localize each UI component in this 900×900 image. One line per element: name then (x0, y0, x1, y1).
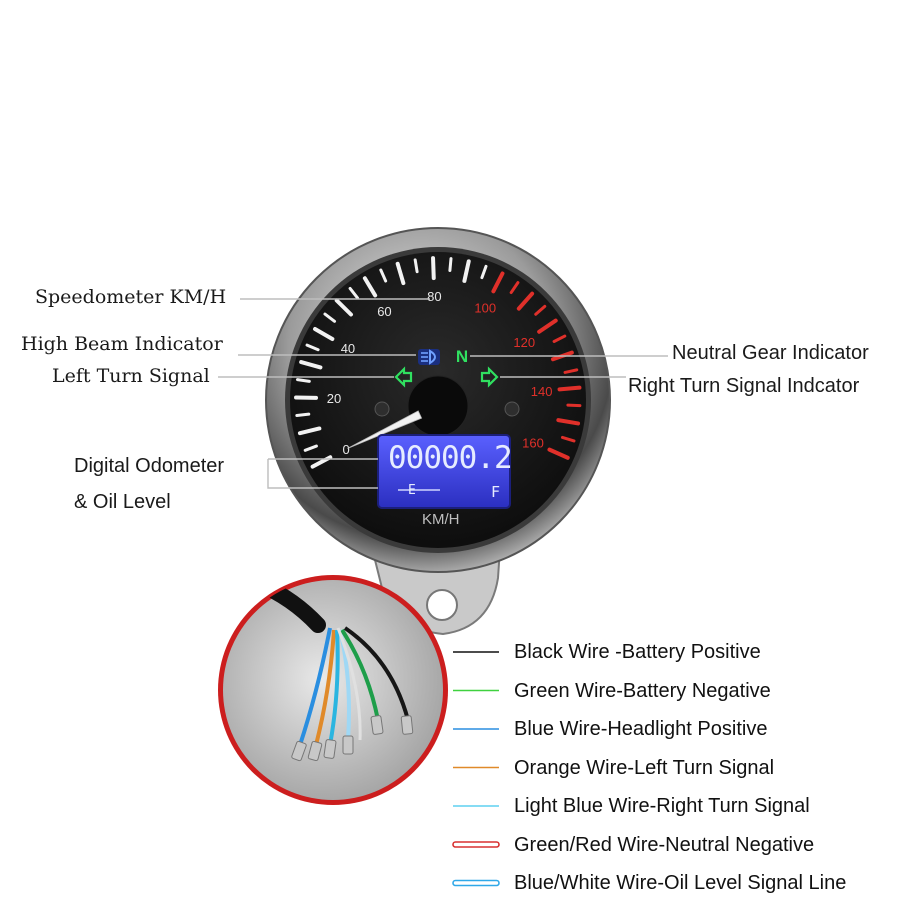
high-beam-icon (418, 349, 440, 365)
wire-legend-label: Green/Red Wire-Neutral Negative (514, 833, 815, 856)
callout-lines (218, 298, 668, 489)
fuel-empty-label: E (408, 483, 416, 498)
gauge-tick (537, 318, 558, 334)
gauge-tick (379, 268, 388, 283)
left-turn-icon (394, 366, 413, 388)
speed-tick-label: 60 (377, 304, 391, 319)
callout-neutral-gear: Neutral Gear Indicator (672, 342, 869, 364)
wiring-photo (218, 575, 448, 805)
wire-swatches (452, 651, 500, 887)
wire-legend-label: Green Wire-Battery Negative (514, 679, 771, 702)
gauge-tick (313, 327, 335, 341)
gauge-tick (480, 264, 488, 280)
gauge-tick (305, 343, 320, 352)
gauge-tick (547, 447, 570, 460)
gauge-tick (323, 312, 337, 323)
callout-speedometer: Speedometer KM/H (35, 286, 227, 308)
gauge-tick (560, 435, 576, 443)
gauge-tick (491, 271, 505, 294)
gauge-tick (348, 286, 360, 300)
speed-tick-label: 40 (341, 341, 355, 356)
gauge-tick (534, 304, 547, 316)
gauge-tick (556, 418, 581, 426)
gauge-tick (552, 334, 567, 343)
callout-odometer-line1: Digital Odometer (74, 455, 225, 477)
gauge-speed-labels: 0 20 40 60 80 100 120 140 160 (327, 289, 553, 457)
right-turn-icon (480, 366, 499, 388)
screw-right (504, 401, 520, 417)
speed-tick-label: 160 (522, 435, 544, 450)
gauge-tick (395, 261, 406, 286)
gauge-tick (509, 281, 520, 295)
gauge-unit-label: KM/H (422, 511, 460, 528)
needle-hub (407, 375, 469, 437)
gauge-tick (448, 257, 453, 273)
fuel-full-label: F (491, 483, 501, 501)
gauge-tick (362, 276, 378, 298)
callout-right-turn: Right Turn Signal Indcator (628, 375, 860, 397)
gauge-tick (557, 385, 582, 392)
wire-legend-label: Blue/White Wire-Oil Level Signal Line (514, 872, 847, 894)
gauge-needle (347, 410, 423, 449)
gauge-tick (295, 412, 311, 417)
screw-left (374, 401, 390, 417)
gauge-ticks (294, 256, 582, 469)
wire-legend-label: Black Wire -Battery Positive (514, 641, 761, 663)
wire-legend-label: Blue Wire-Headlight Positive (514, 718, 768, 740)
speed-tick-label: 20 (327, 391, 341, 406)
speed-tick-label: 0 (343, 442, 350, 457)
gauge-tick (431, 256, 436, 281)
speed-tick-label: 140 (531, 384, 553, 399)
gauge-tick (413, 258, 419, 274)
gauge-tick (299, 360, 323, 370)
gauge-tick (297, 426, 322, 436)
speed-tick-label: 120 (513, 335, 535, 350)
gauge-tick (462, 259, 471, 283)
gauge-tick (334, 298, 353, 317)
neutral-gear-icon: N (456, 347, 468, 366)
odometer-readout: 00000.2 (388, 440, 513, 476)
gauge-tick (563, 368, 579, 374)
callout-odometer-line2: & Oil Level (74, 491, 171, 513)
wire-legend-label: Light Blue Wire-Right Turn Signal (514, 795, 810, 817)
gauge-tick (303, 444, 318, 452)
callout-high-beam: High Beam Indicator (21, 333, 223, 355)
gauge-tick (295, 378, 311, 383)
gauge-tick (516, 291, 535, 311)
speed-tick-label: 80 (427, 289, 441, 304)
callout-left-turn: Left Turn Signal (52, 365, 210, 387)
wire-legend-label: Orange Wire-Left Turn Signal (514, 756, 775, 779)
wire-swatch (452, 879, 500, 887)
wire-swatch (452, 841, 500, 848)
speed-tick-label: 100 (474, 300, 496, 315)
